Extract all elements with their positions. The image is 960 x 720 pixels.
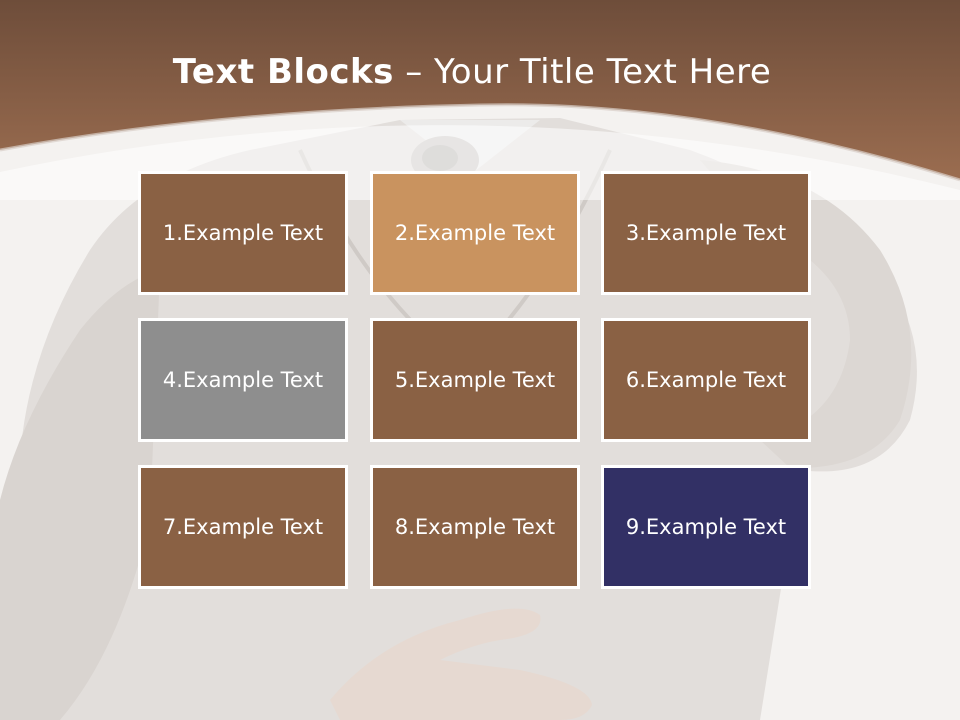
text-block-label: 1.Example Text	[162, 221, 324, 245]
text-block-label: 2.Example Text	[394, 221, 556, 245]
title-dash: –	[405, 52, 423, 92]
text-block-9[interactable]: 9.Example Text	[601, 465, 811, 589]
text-block-label: 3.Example Text	[625, 221, 787, 245]
text-block-4[interactable]: 4.Example Text	[138, 318, 348, 442]
text-block-3[interactable]: 3.Example Text	[601, 171, 811, 295]
title-rest: Your Title Text Here	[434, 52, 772, 92]
text-block-label: 6.Example Text	[625, 368, 787, 392]
text-block-1[interactable]: 1.Example Text	[138, 171, 348, 295]
text-block-label: 7.Example Text	[162, 515, 324, 539]
slide-title: Text Blocks – Your Title Text Here	[0, 52, 944, 92]
text-block-6[interactable]: 6.Example Text	[601, 318, 811, 442]
text-block-label: 9.Example Text	[625, 515, 787, 539]
text-block-7[interactable]: 7.Example Text	[138, 465, 348, 589]
text-block-2[interactable]: 2.Example Text	[370, 171, 580, 295]
text-block-label: 8.Example Text	[394, 515, 556, 539]
text-block-label: 5.Example Text	[394, 368, 556, 392]
text-block-8[interactable]: 8.Example Text	[370, 465, 580, 589]
text-block-5[interactable]: 5.Example Text	[370, 318, 580, 442]
title-bold: Text Blocks	[172, 52, 394, 92]
text-block-label: 4.Example Text	[162, 368, 324, 392]
